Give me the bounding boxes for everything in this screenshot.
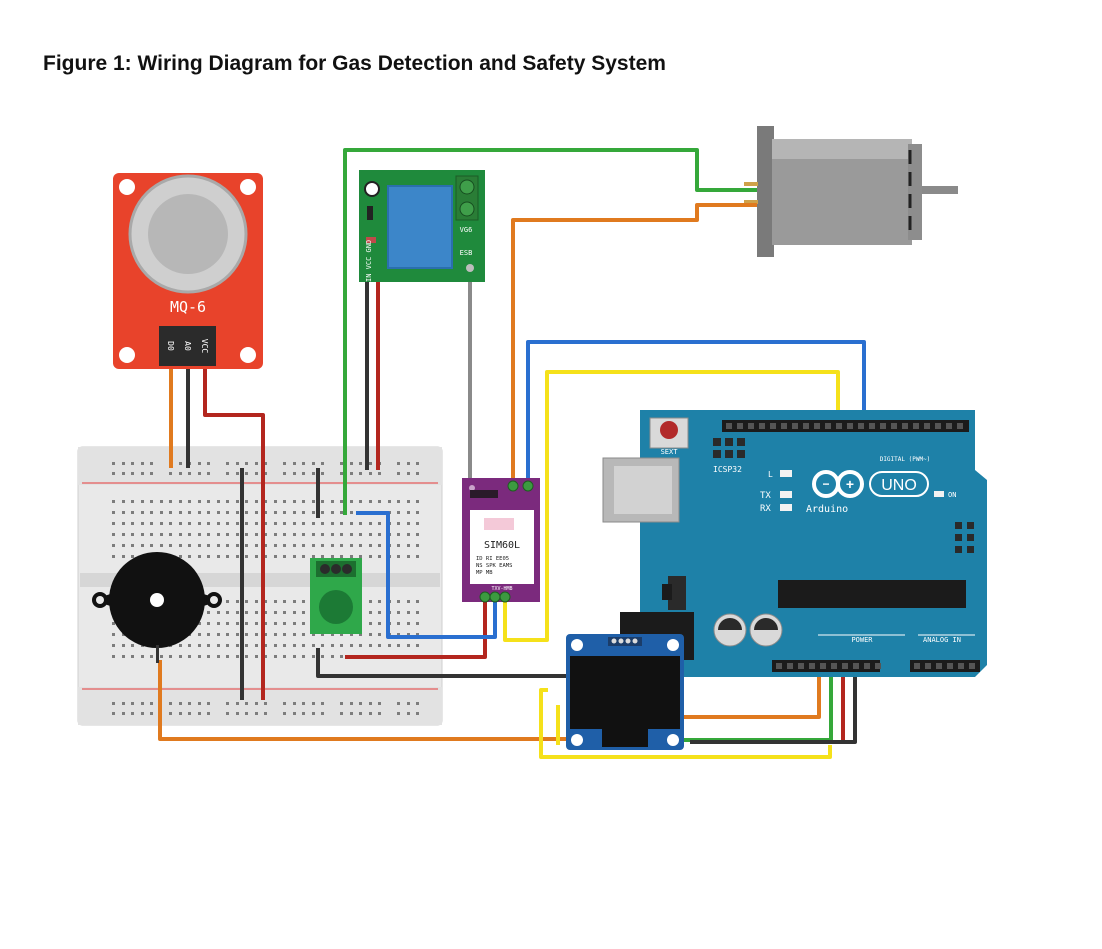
arduino-on-label: ON: [948, 491, 956, 499]
wire-red-gsm: [345, 600, 487, 659]
wire-black-oled: [316, 648, 572, 678]
arduino-digital-label: DIGITAL (PWM~): [880, 456, 931, 463]
wire-blue-module: [356, 511, 497, 639]
buzzer: [92, 552, 222, 663]
relay-module: VG6 ESB IN VCC GND: [359, 170, 485, 282]
relay-pin-labels: IN VCC GND: [365, 240, 373, 282]
arduino-icsp-label: ICSP32: [713, 465, 742, 474]
wire-yellow-oled: [539, 688, 832, 759]
green-sensor-module: [310, 558, 362, 634]
arduino-led-tx: TX: [760, 491, 771, 501]
wire-green-motor: [343, 148, 757, 515]
mq6-pin-vcc: VCC: [200, 339, 209, 354]
gsm-line-1: ID RI EE05: [476, 556, 509, 562]
arduino-uno: SEXT ICSP32 DIGITAL (PWM~) L TX RX − + U…: [602, 410, 987, 677]
arduino-reset-label: SEXT: [661, 448, 679, 456]
arduino-analog-label: ANALOG IN: [923, 636, 961, 644]
mq6-pin-a0: A0: [183, 341, 192, 351]
dc-motor: [744, 126, 958, 257]
wire-blue-gsm: [526, 340, 866, 482]
wire-red-mq6: [203, 362, 265, 700]
wire-orange-buzzer: [158, 660, 572, 741]
relay-text-b: ESB: [460, 249, 473, 257]
arduino-brand: Arduino: [806, 504, 848, 515]
arduino-digital-header: [726, 423, 963, 429]
gsm-line-2: NS SPK EAMS: [476, 563, 512, 569]
wires: [158, 148, 866, 759]
wire-orange-oled: [680, 660, 821, 719]
arduino-model: UNO: [881, 477, 917, 494]
relay-text-a: VG6: [460, 226, 473, 234]
mq6-label: MQ-6: [170, 298, 206, 316]
gsm-bottom-pins: TXV-HMB: [491, 586, 512, 592]
arduino-power-label: POWER: [851, 636, 873, 644]
wire-black-oled-gnd: [690, 660, 857, 744]
svg-text:−: −: [822, 477, 829, 491]
arduino-led-rx: RX: [760, 504, 771, 514]
gsm-line-3: MP MB: [476, 570, 493, 576]
svg-text:+: +: [846, 476, 854, 492]
oled-display: [566, 634, 684, 750]
gsm-module: SIM60L ID RI EE05 NS SPK EAMS MP MB TXV-…: [462, 478, 540, 603]
figure-title: Figure 1: Wiring Diagram for Gas Detecti…: [43, 52, 666, 75]
arduino-led-l: L: [768, 470, 773, 479]
wire-orange-motor: [511, 203, 757, 482]
arduino-power-header: [776, 663, 975, 669]
mq6-sensor: MQ-6 D0 A0 VCC: [113, 173, 263, 369]
mq6-pin-d0: D0: [166, 341, 175, 351]
gsm-label: SIM60L: [484, 540, 520, 551]
wire-yellow-gsm: [503, 370, 840, 642]
